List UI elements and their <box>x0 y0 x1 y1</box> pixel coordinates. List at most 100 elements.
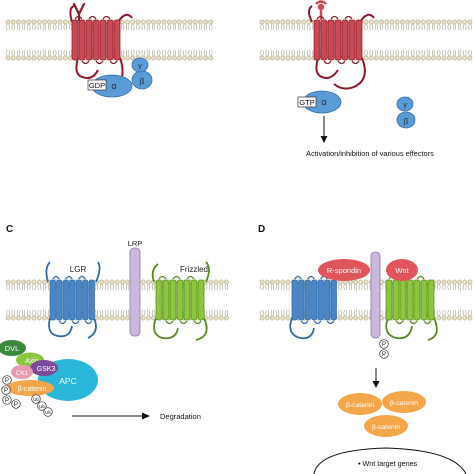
lipid-head <box>374 49 379 61</box>
transmembrane-helix <box>75 279 82 321</box>
lipid-head <box>140 309 146 321</box>
lipid-head <box>21 279 26 291</box>
transmembrane-helix <box>190 279 198 321</box>
degradation-arrowhead <box>142 412 150 420</box>
lipid-head <box>187 49 193 61</box>
lipid-head <box>348 279 353 291</box>
lipid-head <box>389 19 395 31</box>
transmembrane-helix <box>155 279 163 321</box>
transmembrane-helix <box>298 279 305 321</box>
modification-tag <box>37 401 47 411</box>
helix-loop <box>88 15 97 20</box>
modification-tag <box>43 407 53 417</box>
transmembrane-helix <box>197 279 205 321</box>
transmembrane-helix <box>341 19 349 61</box>
modification-tag-label: P <box>4 388 8 394</box>
panel-d: D R-spondin Wnt PP β-catenin β-catenin β… <box>258 224 473 474</box>
beta-catenin-d1: β-catenin <box>346 402 374 409</box>
lipid-head <box>301 49 306 61</box>
dvl-label: DVL <box>5 344 20 353</box>
ck1-label: CK1 <box>16 370 29 377</box>
lipid-head <box>31 49 37 61</box>
lipid-head <box>5 49 11 61</box>
helix-loop <box>307 275 315 280</box>
lipid-head <box>10 309 16 321</box>
transmembrane-helix <box>78 19 86 61</box>
lipid-head <box>452 309 457 321</box>
transmembrane-helix <box>385 279 393 321</box>
lipid-head <box>285 49 291 61</box>
lipid-head <box>405 19 410 31</box>
lrp-label: LRP <box>128 239 143 248</box>
modification-tag-label: P <box>14 402 18 408</box>
panel-d-letter: D <box>258 224 265 235</box>
lipid-head <box>285 309 291 321</box>
lipid-head <box>99 279 104 291</box>
lipid-head <box>218 309 224 321</box>
lipid-head <box>280 309 286 321</box>
helix-loop <box>65 275 73 280</box>
helix-loop <box>193 320 202 325</box>
lipid-head <box>99 309 104 321</box>
panel-a: α β γ GDP <box>5 2 214 98</box>
transmembrane-helix <box>183 279 191 321</box>
helix-loop <box>179 320 188 325</box>
lipid-head <box>290 19 296 31</box>
lipid-head <box>62 19 68 31</box>
lipid-head <box>62 49 68 61</box>
lipid-head <box>363 309 369 321</box>
transmembrane-helix <box>113 19 121 61</box>
lipid-head <box>172 19 177 31</box>
transmembrane-helix <box>324 279 331 321</box>
lipid-head <box>26 49 32 61</box>
transmembrane-helix <box>320 19 328 61</box>
lipid-head <box>218 279 224 291</box>
lipid-head <box>285 279 291 291</box>
transmembrane-helix <box>49 279 56 321</box>
gtp-tag <box>297 96 317 108</box>
transmembrane-helix <box>427 279 435 321</box>
lipid-head <box>125 19 130 31</box>
lipid-head <box>146 19 151 31</box>
lipid-head <box>446 49 452 61</box>
transmembrane-helix <box>392 279 400 321</box>
lipid-head <box>10 279 16 291</box>
helix-loop <box>165 320 174 325</box>
lipid-head <box>130 49 136 61</box>
frizzled-receptor <box>151 261 210 341</box>
modification-tag <box>31 394 41 404</box>
lipid-head <box>208 309 214 321</box>
lipid-head <box>358 279 364 291</box>
helix-loop <box>71 320 80 325</box>
lipid-head <box>426 49 431 61</box>
lipid-head <box>363 279 369 291</box>
lipid-head <box>109 279 115 291</box>
lipid-head <box>441 309 447 321</box>
lipid-head <box>172 49 177 61</box>
lipid-head <box>264 49 270 61</box>
lipid-head <box>21 19 26 31</box>
lipid-head <box>410 19 416 31</box>
g-alpha-label: α <box>111 81 116 91</box>
lipid-head <box>31 309 37 321</box>
lipid-head <box>306 49 312 61</box>
ck1-protein <box>11 365 33 379</box>
lipid-head <box>208 279 214 291</box>
helix-loop <box>172 275 181 280</box>
lipid-head <box>120 19 125 31</box>
lipid-head <box>213 309 219 321</box>
lipid-head <box>301 19 306 31</box>
lipid-head <box>462 19 468 31</box>
lipid-head <box>462 309 468 321</box>
lipid-head <box>405 49 410 61</box>
lipid-head <box>342 309 348 321</box>
helix-loop <box>316 15 325 20</box>
lipid-head <box>441 279 447 291</box>
beta-catenin-d3: β-catenin <box>372 424 400 431</box>
transmembrane-helix <box>420 279 428 321</box>
lipid-head <box>16 279 21 291</box>
g-protein-trimer-a: α β γ GDP <box>87 57 153 98</box>
lgr-receptor-d <box>289 275 337 340</box>
modification-tag-label: Ub <box>45 410 51 415</box>
effector-text: Activation/inhibition of various effecto… <box>306 149 434 158</box>
